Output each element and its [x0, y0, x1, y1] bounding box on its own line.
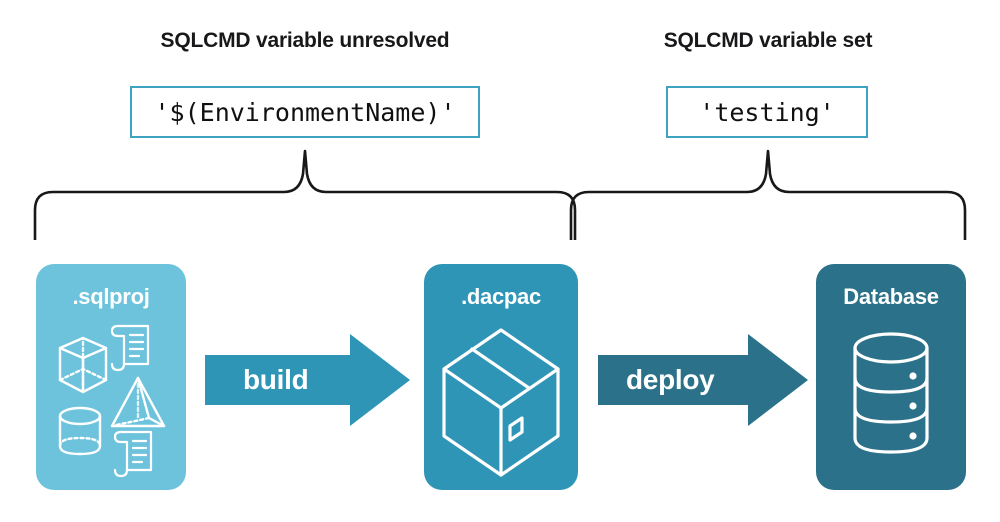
script-scroll-icon — [110, 324, 150, 372]
brace-right — [568, 148, 968, 242]
cylinder-icon — [58, 406, 102, 456]
script-scroll-icon — [113, 430, 153, 478]
brace-left-path — [33, 149, 577, 242]
arrow-label-deploy: deploy — [626, 364, 715, 395]
database-cylinder-icon — [853, 332, 929, 454]
code-text-unresolved: '$(EnvironmentName)' — [154, 97, 456, 127]
code-box-set-value: 'testing' — [666, 86, 868, 138]
pyramid-icon — [110, 376, 166, 428]
stage-label-database: Database — [843, 284, 939, 309]
arrow-build-shape — [205, 334, 410, 426]
section-heading-unresolved: SQLCMD variable unresolved — [160, 29, 450, 52]
dacpac-artwork — [424, 316, 578, 491]
stage-card-sqlproj[interactable]: .sqlproj — [36, 264, 186, 490]
section-heading-set: SQLCMD variable set — [663, 29, 873, 52]
brace-left — [32, 148, 578, 242]
code-text-set: 'testing' — [699, 97, 835, 127]
database-status-dots — [909, 372, 917, 440]
stage-label-sqlproj: .sqlproj — [72, 284, 150, 309]
arrow-build: build — [205, 334, 410, 426]
database-artwork — [816, 316, 966, 491]
package-box-icon — [442, 328, 560, 477]
sqlproj-artwork — [36, 316, 186, 491]
code-box-unresolved-value: '$(EnvironmentName)' — [130, 86, 480, 138]
cube-icon — [58, 336, 108, 394]
arrow-deploy: deploy — [598, 334, 808, 426]
brace-right-path — [569, 149, 967, 242]
arrow-label-build: build — [243, 364, 309, 395]
arrow-deploy-shape — [598, 334, 808, 426]
stage-label-dacpac: .dacpac — [461, 284, 541, 309]
stage-card-dacpac[interactable]: .dacpac — [424, 264, 578, 490]
stage-card-database[interactable]: Database — [816, 264, 966, 490]
